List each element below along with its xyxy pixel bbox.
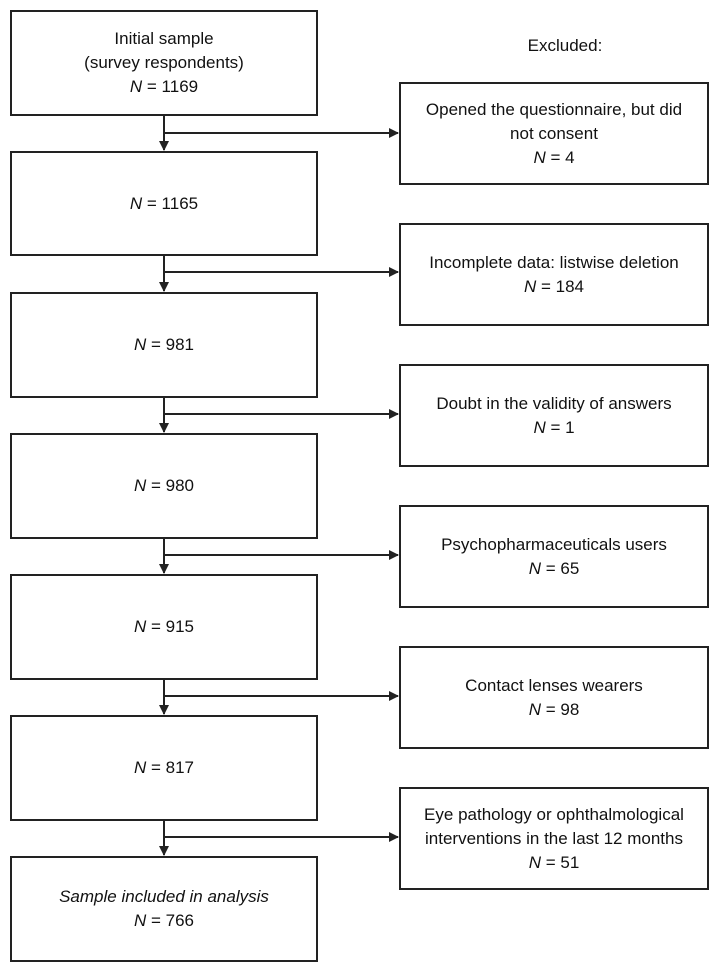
n-value: = 981 bbox=[151, 335, 195, 354]
exclusion-count: N = 184 bbox=[524, 275, 584, 299]
sample-size: N = 766 bbox=[134, 909, 194, 933]
main-box-line: (survey respondents) bbox=[84, 53, 244, 72]
n-symbol: N bbox=[129, 77, 143, 96]
n-symbol: N bbox=[528, 558, 541, 578]
n-symbol: N bbox=[129, 193, 143, 213]
exclusion-box-psychopharmaceuticals: Psychopharmaceuticals users N = 65 bbox=[399, 505, 709, 608]
exclusion-line: Incomplete data: listwise deletion bbox=[429, 252, 679, 272]
exclusion-box-contact-lenses: Contact lenses wearers N = 98 bbox=[399, 646, 709, 749]
n-value: = 98 bbox=[545, 699, 580, 719]
sample-size: N = 915 bbox=[134, 615, 194, 639]
n-symbol: N bbox=[528, 699, 541, 719]
exclusion-count: N = 4 bbox=[533, 146, 574, 170]
n-value: = 184 bbox=[541, 276, 585, 296]
main-box-line: Initial sample bbox=[114, 29, 214, 48]
exclusion-line: Opened the questionnaire, but did bbox=[425, 99, 683, 119]
main-box-step-6: N = 817 bbox=[10, 715, 318, 821]
n-symbol: N bbox=[133, 476, 147, 495]
sample-size: N = 1169 bbox=[130, 75, 198, 99]
n-value: = 51 bbox=[545, 852, 580, 872]
main-box-step-5: N = 915 bbox=[10, 574, 318, 680]
main-box-step-4: N = 980 bbox=[10, 433, 318, 539]
n-symbol: N bbox=[133, 911, 147, 930]
sample-size: N = 817 bbox=[134, 756, 194, 780]
sample-size: N = 980 bbox=[134, 474, 194, 498]
n-value: = 4 bbox=[550, 147, 575, 167]
exclusion-box-no-consent: Opened the questionnaire, but did not co… bbox=[399, 82, 709, 185]
main-box-final-sample: Sample included in analysis N = 766 bbox=[10, 856, 318, 962]
exclusion-box-eye-pathology: Eye pathology or ophthalmological interv… bbox=[399, 787, 709, 890]
n-value: = 65 bbox=[545, 558, 580, 578]
exclusion-line: Eye pathology or ophthalmological bbox=[424, 804, 684, 824]
exclusion-line: interventions in the last 12 months bbox=[425, 828, 683, 848]
n-value: = 766 bbox=[151, 911, 195, 930]
exclusion-count: N = 51 bbox=[529, 851, 580, 875]
sample-size: N = 1165 bbox=[130, 192, 198, 216]
exclusion-box-validity-doubt: Doubt in the validity of answers N = 1 bbox=[399, 364, 709, 467]
n-value: = 817 bbox=[151, 758, 195, 777]
exclusion-count: N = 1 bbox=[533, 416, 574, 440]
n-symbol: N bbox=[133, 617, 147, 636]
n-value: = 1169 bbox=[146, 77, 199, 96]
main-box-step-3: N = 981 bbox=[10, 292, 318, 398]
exclusion-count: N = 65 bbox=[529, 557, 580, 581]
main-box-line: Sample included in analysis bbox=[59, 887, 269, 906]
n-symbol: N bbox=[533, 417, 546, 437]
main-box-step-2: N = 1165 bbox=[10, 151, 318, 256]
n-symbol: N bbox=[533, 147, 546, 167]
exclusion-line: Contact lenses wearers bbox=[465, 675, 643, 695]
n-symbol: N bbox=[133, 335, 147, 354]
n-value: = 915 bbox=[151, 617, 195, 636]
n-value: = 1 bbox=[550, 417, 575, 437]
n-value: = 980 bbox=[151, 476, 195, 495]
n-symbol: N bbox=[528, 852, 541, 872]
exclusion-box-incomplete-data: Incomplete data: listwise deletion N = 1… bbox=[399, 223, 709, 326]
sample-size: N = 981 bbox=[134, 333, 194, 357]
exclusion-line: Doubt in the validity of answers bbox=[436, 393, 672, 413]
main-box-initial-sample: Initial sample (survey respondents) N = … bbox=[10, 10, 318, 116]
n-symbol: N bbox=[133, 758, 147, 777]
n-symbol: N bbox=[523, 276, 537, 296]
excluded-header: Excluded: bbox=[527, 36, 603, 55]
exclusion-count: N = 98 bbox=[529, 698, 580, 722]
n-value: = 1165 bbox=[146, 193, 199, 213]
exclusion-line: not consent bbox=[510, 123, 598, 143]
exclusion-line: Psychopharmaceuticals users bbox=[441, 534, 667, 554]
